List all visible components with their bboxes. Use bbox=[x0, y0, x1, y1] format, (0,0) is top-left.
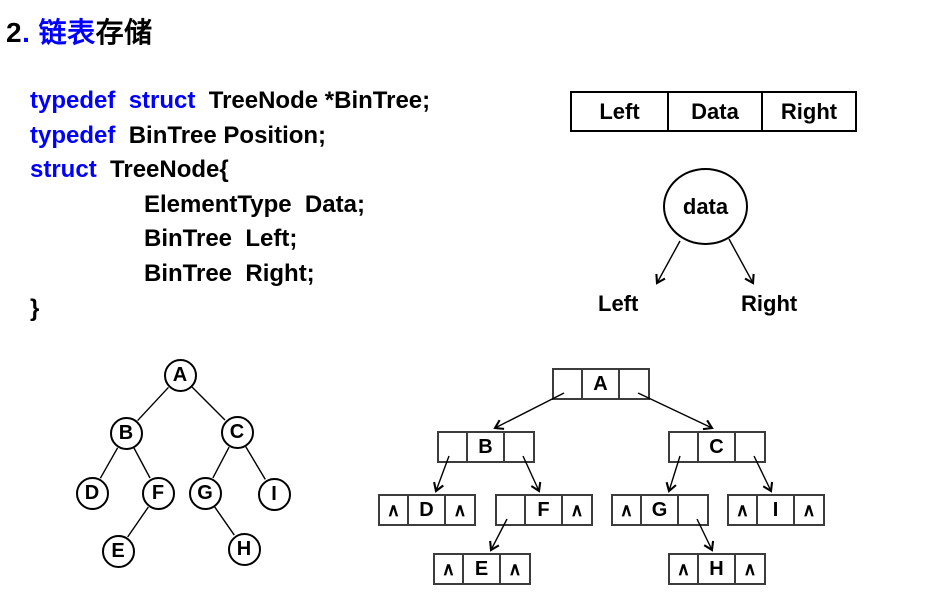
data-cell: E bbox=[464, 555, 501, 583]
title-segment: 2 bbox=[6, 17, 23, 48]
code-text: } bbox=[30, 294, 40, 322]
tree-edge-A-B bbox=[137, 386, 169, 422]
code-text: BinTree Left; bbox=[144, 225, 298, 253]
code-keyword: typedef bbox=[30, 121, 116, 149]
tree-node-g: G bbox=[188, 476, 222, 510]
struct-cell-right: Right bbox=[761, 93, 855, 130]
linked-node-d: ∧D∧ bbox=[378, 494, 476, 526]
left-pointer-cell: ∧ bbox=[380, 496, 409, 524]
right-pointer-cell bbox=[620, 370, 648, 398]
right-pointer-cell: ∧ bbox=[508, 558, 522, 579]
right-pointer-cell: ∧ bbox=[802, 499, 816, 520]
code-block: typedef struct TreeNode *BinTree;typedef… bbox=[30, 84, 430, 326]
data-cell: F bbox=[526, 496, 563, 524]
linked-node-a: A bbox=[552, 368, 650, 400]
left-pointer-cell: ∧ bbox=[613, 496, 642, 524]
linked-node-e: ∧E∧ bbox=[433, 553, 531, 585]
tree-node-i: I bbox=[257, 477, 291, 511]
tree-node-a: A bbox=[163, 358, 197, 392]
left-pointer-cell: ∧ bbox=[729, 496, 758, 524]
tree-edge-B-D bbox=[99, 447, 119, 479]
right-pointer-cell bbox=[505, 433, 533, 461]
tree-edge-G-H bbox=[214, 506, 235, 536]
struct-cell-left: Left bbox=[599, 98, 640, 124]
data-cell: C bbox=[699, 433, 736, 461]
code-line: BinTree Left; bbox=[30, 222, 430, 257]
code-keyword: struct bbox=[128, 87, 196, 114]
right-pointer-cell bbox=[679, 496, 707, 524]
struct-cell-data: Data bbox=[667, 93, 761, 130]
code-line: ElementType Data; bbox=[30, 188, 430, 223]
tree-edge-F-E bbox=[127, 506, 149, 538]
tree-node-d: D bbox=[75, 476, 109, 510]
title-segment: . bbox=[22, 17, 39, 48]
tree-edge-C-G bbox=[212, 446, 230, 479]
code-text: TreeNode{ bbox=[96, 156, 229, 184]
code-line: typedef struct TreeNode *BinTree; bbox=[30, 84, 430, 119]
linked-node-f: F∧ bbox=[495, 494, 593, 526]
right-pointer-cell: ∧ bbox=[743, 558, 757, 579]
data-cell: I bbox=[758, 496, 795, 524]
left-pointer-cell bbox=[670, 433, 699, 461]
code-keyword: typedef bbox=[30, 87, 116, 114]
left-pointer-cell bbox=[554, 370, 583, 398]
code-text: ElementType Data; bbox=[144, 190, 365, 218]
tree-node-e: E bbox=[101, 534, 135, 568]
data-cell: A bbox=[583, 370, 620, 398]
linked-node-c: C bbox=[668, 431, 766, 463]
left-pointer-cell: ∧ bbox=[435, 555, 464, 583]
node-struct-table: Left Data Right bbox=[570, 91, 857, 132]
title-segment: 存储 bbox=[95, 17, 153, 48]
linked-node-b: B bbox=[437, 431, 535, 463]
right-pointer-label: Right bbox=[741, 291, 798, 316]
left-pointer-label: Left bbox=[598, 291, 639, 316]
code-line: } bbox=[30, 292, 430, 327]
data-cell: D bbox=[409, 496, 446, 524]
title-segment: 链表 bbox=[38, 17, 96, 48]
data-cell: G bbox=[642, 496, 679, 524]
node-data-circle: data bbox=[663, 168, 748, 245]
linked-node-i: ∧I∧ bbox=[727, 494, 825, 526]
page-title: 2. 链表存储 bbox=[6, 11, 153, 51]
tree-edge-B-F bbox=[133, 447, 151, 479]
left-pointer-cell bbox=[439, 433, 468, 461]
left-pointer-cell bbox=[497, 496, 526, 524]
right-pointer-cell: ∧ bbox=[453, 499, 467, 520]
data-cell: H bbox=[699, 555, 736, 583]
right-pointer-cell: ∧ bbox=[570, 499, 584, 520]
code-line: typedef BinTree Position; bbox=[30, 119, 430, 154]
tree-edge-A-C bbox=[191, 386, 226, 421]
tree-edge-C-I bbox=[245, 446, 266, 480]
data-cell: B bbox=[468, 433, 505, 461]
tree-node-h: H bbox=[227, 532, 261, 566]
code-keyword: struct bbox=[30, 156, 97, 184]
code-line: BinTree Right; bbox=[30, 257, 430, 292]
code-line: struct TreeNode{ bbox=[30, 153, 430, 188]
right-pointer-cell bbox=[736, 433, 764, 461]
code-text: BinTree Position; bbox=[115, 121, 327, 149]
tree-node-c: C bbox=[220, 415, 254, 449]
code-text: BinTree Right; bbox=[144, 259, 315, 287]
linked-node-g: ∧G bbox=[611, 494, 709, 526]
left-pointer-cell: ∧ bbox=[670, 555, 699, 583]
data-circle-right-arrow bbox=[728, 238, 755, 285]
code-text bbox=[115, 87, 128, 114]
data-circle-left-arrow bbox=[655, 240, 681, 285]
tree-node-f: F bbox=[141, 476, 175, 510]
tree-node-b: B bbox=[109, 416, 143, 450]
code-text: TreeNode *BinTree; bbox=[195, 87, 431, 114]
linked-node-h: ∧H∧ bbox=[668, 553, 766, 585]
